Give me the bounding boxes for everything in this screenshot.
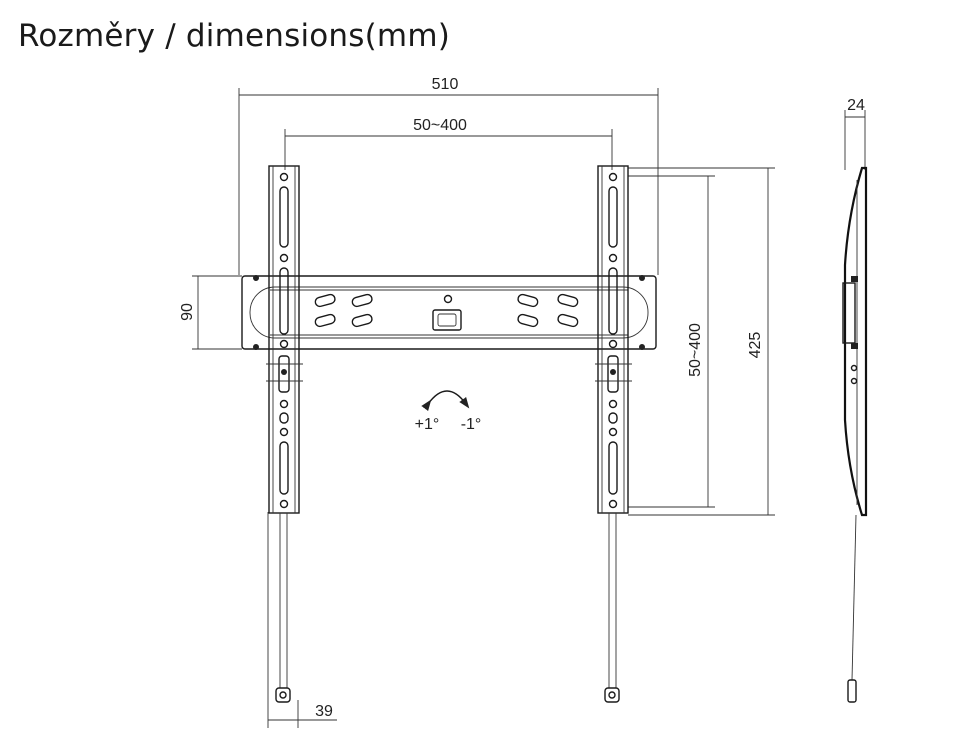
side-profile — [842, 166, 868, 703]
center-lock — [432, 294, 462, 331]
dim-vesa-horizontal: 50~400 — [284, 117, 613, 170]
label-tilt-minus: -1° — [461, 416, 482, 433]
dim-overall-width: 510 — [238, 76, 659, 275]
label-rail-width: 39 — [315, 703, 333, 720]
dim-overall-height: 425 — [628, 167, 775, 516]
label-overall-width: 510 — [432, 76, 459, 93]
label-vesa-horizontal: 50~400 — [413, 117, 467, 134]
dim-vesa-vertical: 50~400 — [628, 175, 715, 508]
bracket-slots-right — [517, 293, 579, 328]
page-title: Rozměry / dimensions(mm) — [18, 18, 451, 54]
label-vesa-vertical: 50~400 — [687, 323, 704, 377]
label-overall-height: 425 — [747, 332, 764, 359]
label-bracket-height: 90 — [179, 303, 196, 321]
bracket-slots-left — [314, 293, 373, 328]
dim-rail-width: 39 — [267, 512, 337, 728]
tilt-indicator: +1° -1° — [415, 390, 482, 433]
label-tilt-plus: +1° — [415, 416, 440, 433]
dim-depth: 24 — [844, 97, 866, 170]
dim-bracket-height: 90 — [179, 275, 242, 350]
wall-bracket — [241, 275, 657, 350]
left-rail — [266, 165, 303, 703]
label-depth: 24 — [847, 97, 865, 114]
right-rail — [595, 165, 632, 703]
